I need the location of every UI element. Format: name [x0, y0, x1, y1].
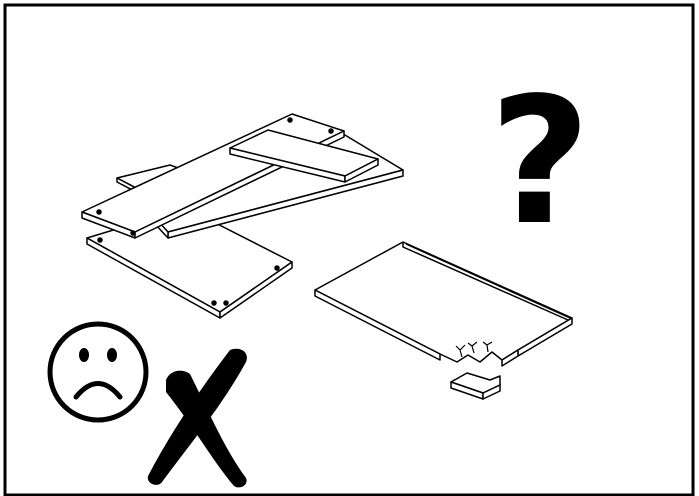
panel-short-top	[229, 129, 379, 183]
cross-mark-icon	[147, 348, 247, 488]
broken-chip	[450, 372, 501, 400]
loose-panels-pile-icon	[81, 113, 404, 319]
sad-face-icon	[47, 321, 149, 423]
damaged-panel-icon	[314, 241, 573, 400]
question-mark-icon: ?	[489, 61, 591, 264]
crack-lines	[455, 341, 493, 358]
